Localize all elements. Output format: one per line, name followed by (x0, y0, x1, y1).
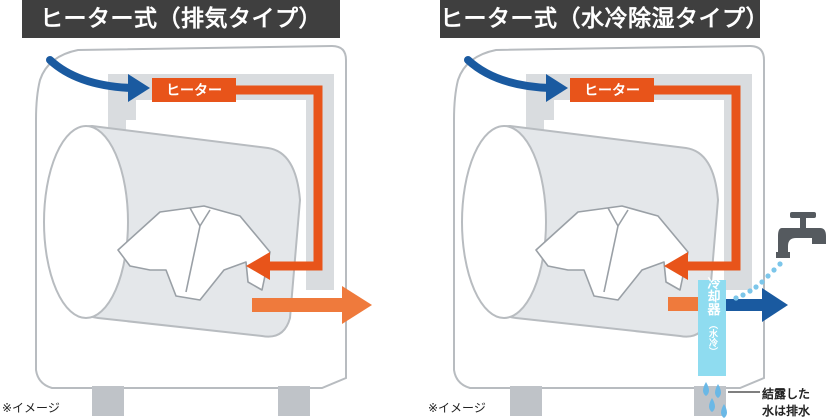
right-cooler-box (698, 280, 726, 376)
left-shirt-icon (117, 205, 271, 301)
left-drum-opening (43, 125, 129, 319)
left-exhaust-arrowhead (342, 286, 372, 324)
right-panel: 冷却器 （水冷） (453, 44, 826, 418)
left-exhaust-shaft (252, 298, 344, 312)
water-faucet-icon (776, 212, 826, 258)
right-cooler-label-text: 冷却器 (705, 276, 722, 317)
left-intake-arrowhead (128, 74, 150, 102)
right-drum-opening (461, 125, 547, 319)
right-shirt-icon (535, 205, 689, 301)
title-water-cooled-type: ヒーター式（水冷除湿タイプ） (440, 0, 769, 38)
right-intake-arrowhead (546, 74, 568, 102)
right-foot-left (510, 386, 542, 416)
left-foot-left (92, 386, 124, 416)
right-heater-label: ヒーター (584, 83, 640, 99)
right-heater-loop (654, 85, 741, 271)
title-exhaust-type: ヒーター式（排気タイプ） (22, 0, 340, 38)
right-cooler-sub-text: （水冷） (707, 320, 719, 356)
condensation-line-2: 水は排水 (762, 404, 811, 418)
condensation-line-1: 結露した (762, 387, 811, 401)
right-image-note: ※イメージ (428, 401, 486, 415)
left-heater-box (152, 78, 236, 102)
left-image-note: ※イメージ (2, 401, 60, 415)
left-panel: ヒーター (35, 44, 372, 416)
condensation-droplet-icons (703, 382, 727, 418)
right-intake-arrow (464, 56, 554, 92)
left-intake-arrow (46, 56, 136, 92)
left-heater-loop (236, 85, 323, 271)
right-outlet-arrowhead (762, 288, 788, 322)
right-heater-arrowhead (664, 252, 688, 280)
right-warm-air-stub (668, 297, 700, 311)
right-outlet-shaft (726, 299, 766, 311)
condensation-caption: 結露した 水は排水 (762, 386, 810, 420)
left-foot-right (278, 386, 310, 416)
left-heater-label: ヒーター (166, 83, 222, 99)
right-cooler-sub: （水冷） (707, 320, 719, 356)
right-heater-box (570, 78, 654, 102)
right-cooler-label: 冷却器 (705, 276, 722, 317)
faucet-water-dots (733, 261, 783, 301)
left-heater-arrowhead (246, 252, 270, 280)
